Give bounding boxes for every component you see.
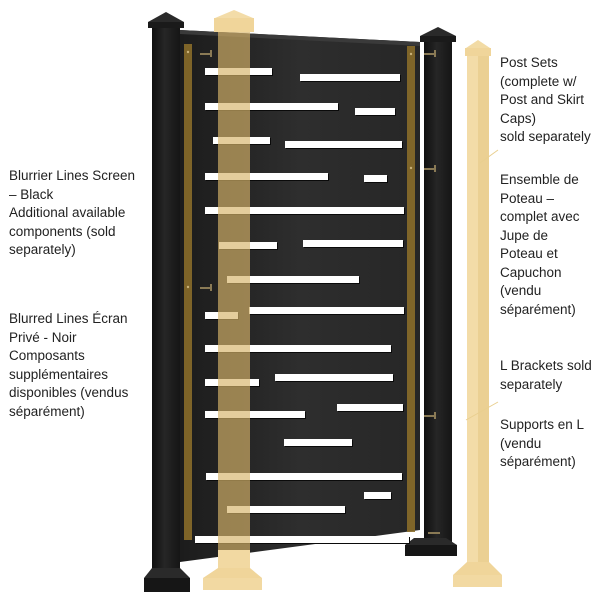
panel-slot bbox=[355, 108, 395, 115]
label-line: (vendu bbox=[500, 283, 542, 298]
label-line: séparément) bbox=[500, 454, 576, 469]
label-line: séparément) bbox=[9, 403, 85, 419]
label-brackets-english: L Brackets sold separately bbox=[500, 357, 592, 394]
l-bracket-right bbox=[407, 46, 440, 534]
panel-slot bbox=[205, 173, 328, 180]
panel-slot bbox=[249, 307, 404, 314]
label-line: Supports en L bbox=[500, 417, 585, 432]
label-line: supplémentaires bbox=[9, 366, 109, 382]
post-left bbox=[144, 12, 190, 592]
label-line: Caps) bbox=[500, 110, 537, 126]
l-bracket-left bbox=[184, 44, 212, 540]
panel-slot bbox=[303, 240, 403, 247]
label-line: Capuchon bbox=[500, 264, 562, 280]
label-brackets-french: Supports en L (vendu séparément) bbox=[500, 416, 584, 472]
label-line: Post and Skirt bbox=[500, 92, 585, 107]
label-line: Blurred Lines Écran bbox=[9, 311, 128, 326]
label-line: Additional available bbox=[9, 205, 126, 220]
panel-slot bbox=[205, 411, 305, 418]
ghost-post-left bbox=[203, 10, 262, 590]
label-line: components (sold bbox=[9, 223, 116, 239]
label-line: Post Sets bbox=[500, 55, 558, 70]
label-line: sold separately bbox=[500, 129, 591, 144]
label-line: Privé - Noir bbox=[9, 329, 77, 345]
label-line: – Black bbox=[9, 186, 54, 202]
label-screen-english: Blurrier Lines Screen – Black Additional… bbox=[9, 167, 135, 260]
label-line: complet avec bbox=[500, 209, 580, 224]
panel-slot bbox=[364, 492, 391, 499]
label-line: disponibles (vendus bbox=[9, 385, 129, 400]
panel-slot bbox=[205, 345, 391, 352]
panel-slot bbox=[285, 141, 402, 148]
panel-slot bbox=[364, 175, 387, 182]
ghost-post-right bbox=[453, 40, 502, 587]
panel-slot bbox=[275, 374, 393, 381]
post-right bbox=[405, 27, 457, 556]
label-line: Ensemble de bbox=[500, 172, 579, 187]
panel-slot bbox=[195, 536, 409, 543]
label-screen-french: Blurred Lines Écran Privé - Noir Composa… bbox=[9, 310, 128, 421]
label-line: séparément) bbox=[500, 301, 576, 317]
panel-slot bbox=[284, 439, 352, 446]
panel-slot bbox=[205, 103, 338, 110]
label-line: separately bbox=[500, 376, 563, 392]
panel-slot bbox=[337, 404, 403, 411]
label-line: (vendu bbox=[500, 435, 542, 451]
panel-slot bbox=[227, 276, 359, 283]
label-line: Poteau – bbox=[500, 190, 555, 206]
label-line: Poteau et bbox=[500, 246, 558, 261]
label-line: separately) bbox=[9, 242, 76, 257]
panel-slot bbox=[205, 207, 404, 214]
label-line: Composants bbox=[9, 348, 85, 363]
label-line: (complete w/ bbox=[500, 73, 577, 89]
label-line: Jupe de bbox=[500, 227, 549, 243]
label-line: Blurrier Lines Screen bbox=[9, 168, 136, 183]
label-post-sets-french: Ensemble de Poteau – complet avec Jupe d… bbox=[500, 171, 580, 319]
label-post-sets-english: Post Sets (complete w/ Post and Skirt Ca… bbox=[500, 54, 591, 147]
panel-slot bbox=[227, 506, 345, 513]
label-line: L Brackets sold bbox=[500, 358, 592, 373]
panel-slot bbox=[206, 473, 402, 480]
panel-slot bbox=[300, 74, 400, 81]
